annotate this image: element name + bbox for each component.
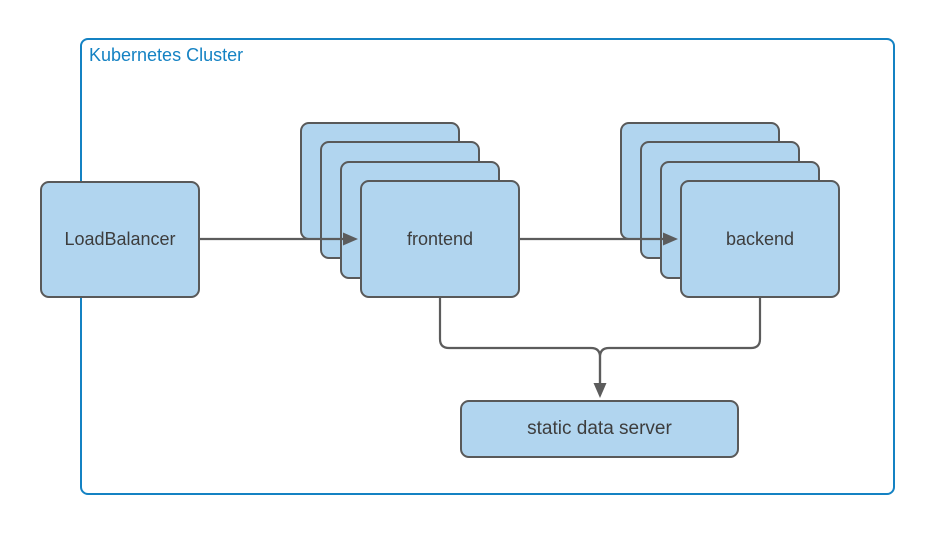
cluster-label: Kubernetes Cluster xyxy=(89,45,244,65)
node-backend-label: backend xyxy=(725,228,795,249)
node-load-balancer: LoadBalancer xyxy=(40,181,200,298)
node-static-data-server: static data server xyxy=(460,400,739,458)
node-backend: backend xyxy=(680,180,840,298)
node-frontend: frontend xyxy=(360,180,520,298)
node-load-balancer-label: LoadBalancer xyxy=(64,229,176,249)
node-frontend-label: frontend xyxy=(406,228,474,249)
node-static-data-server-label: static data server xyxy=(527,418,672,439)
